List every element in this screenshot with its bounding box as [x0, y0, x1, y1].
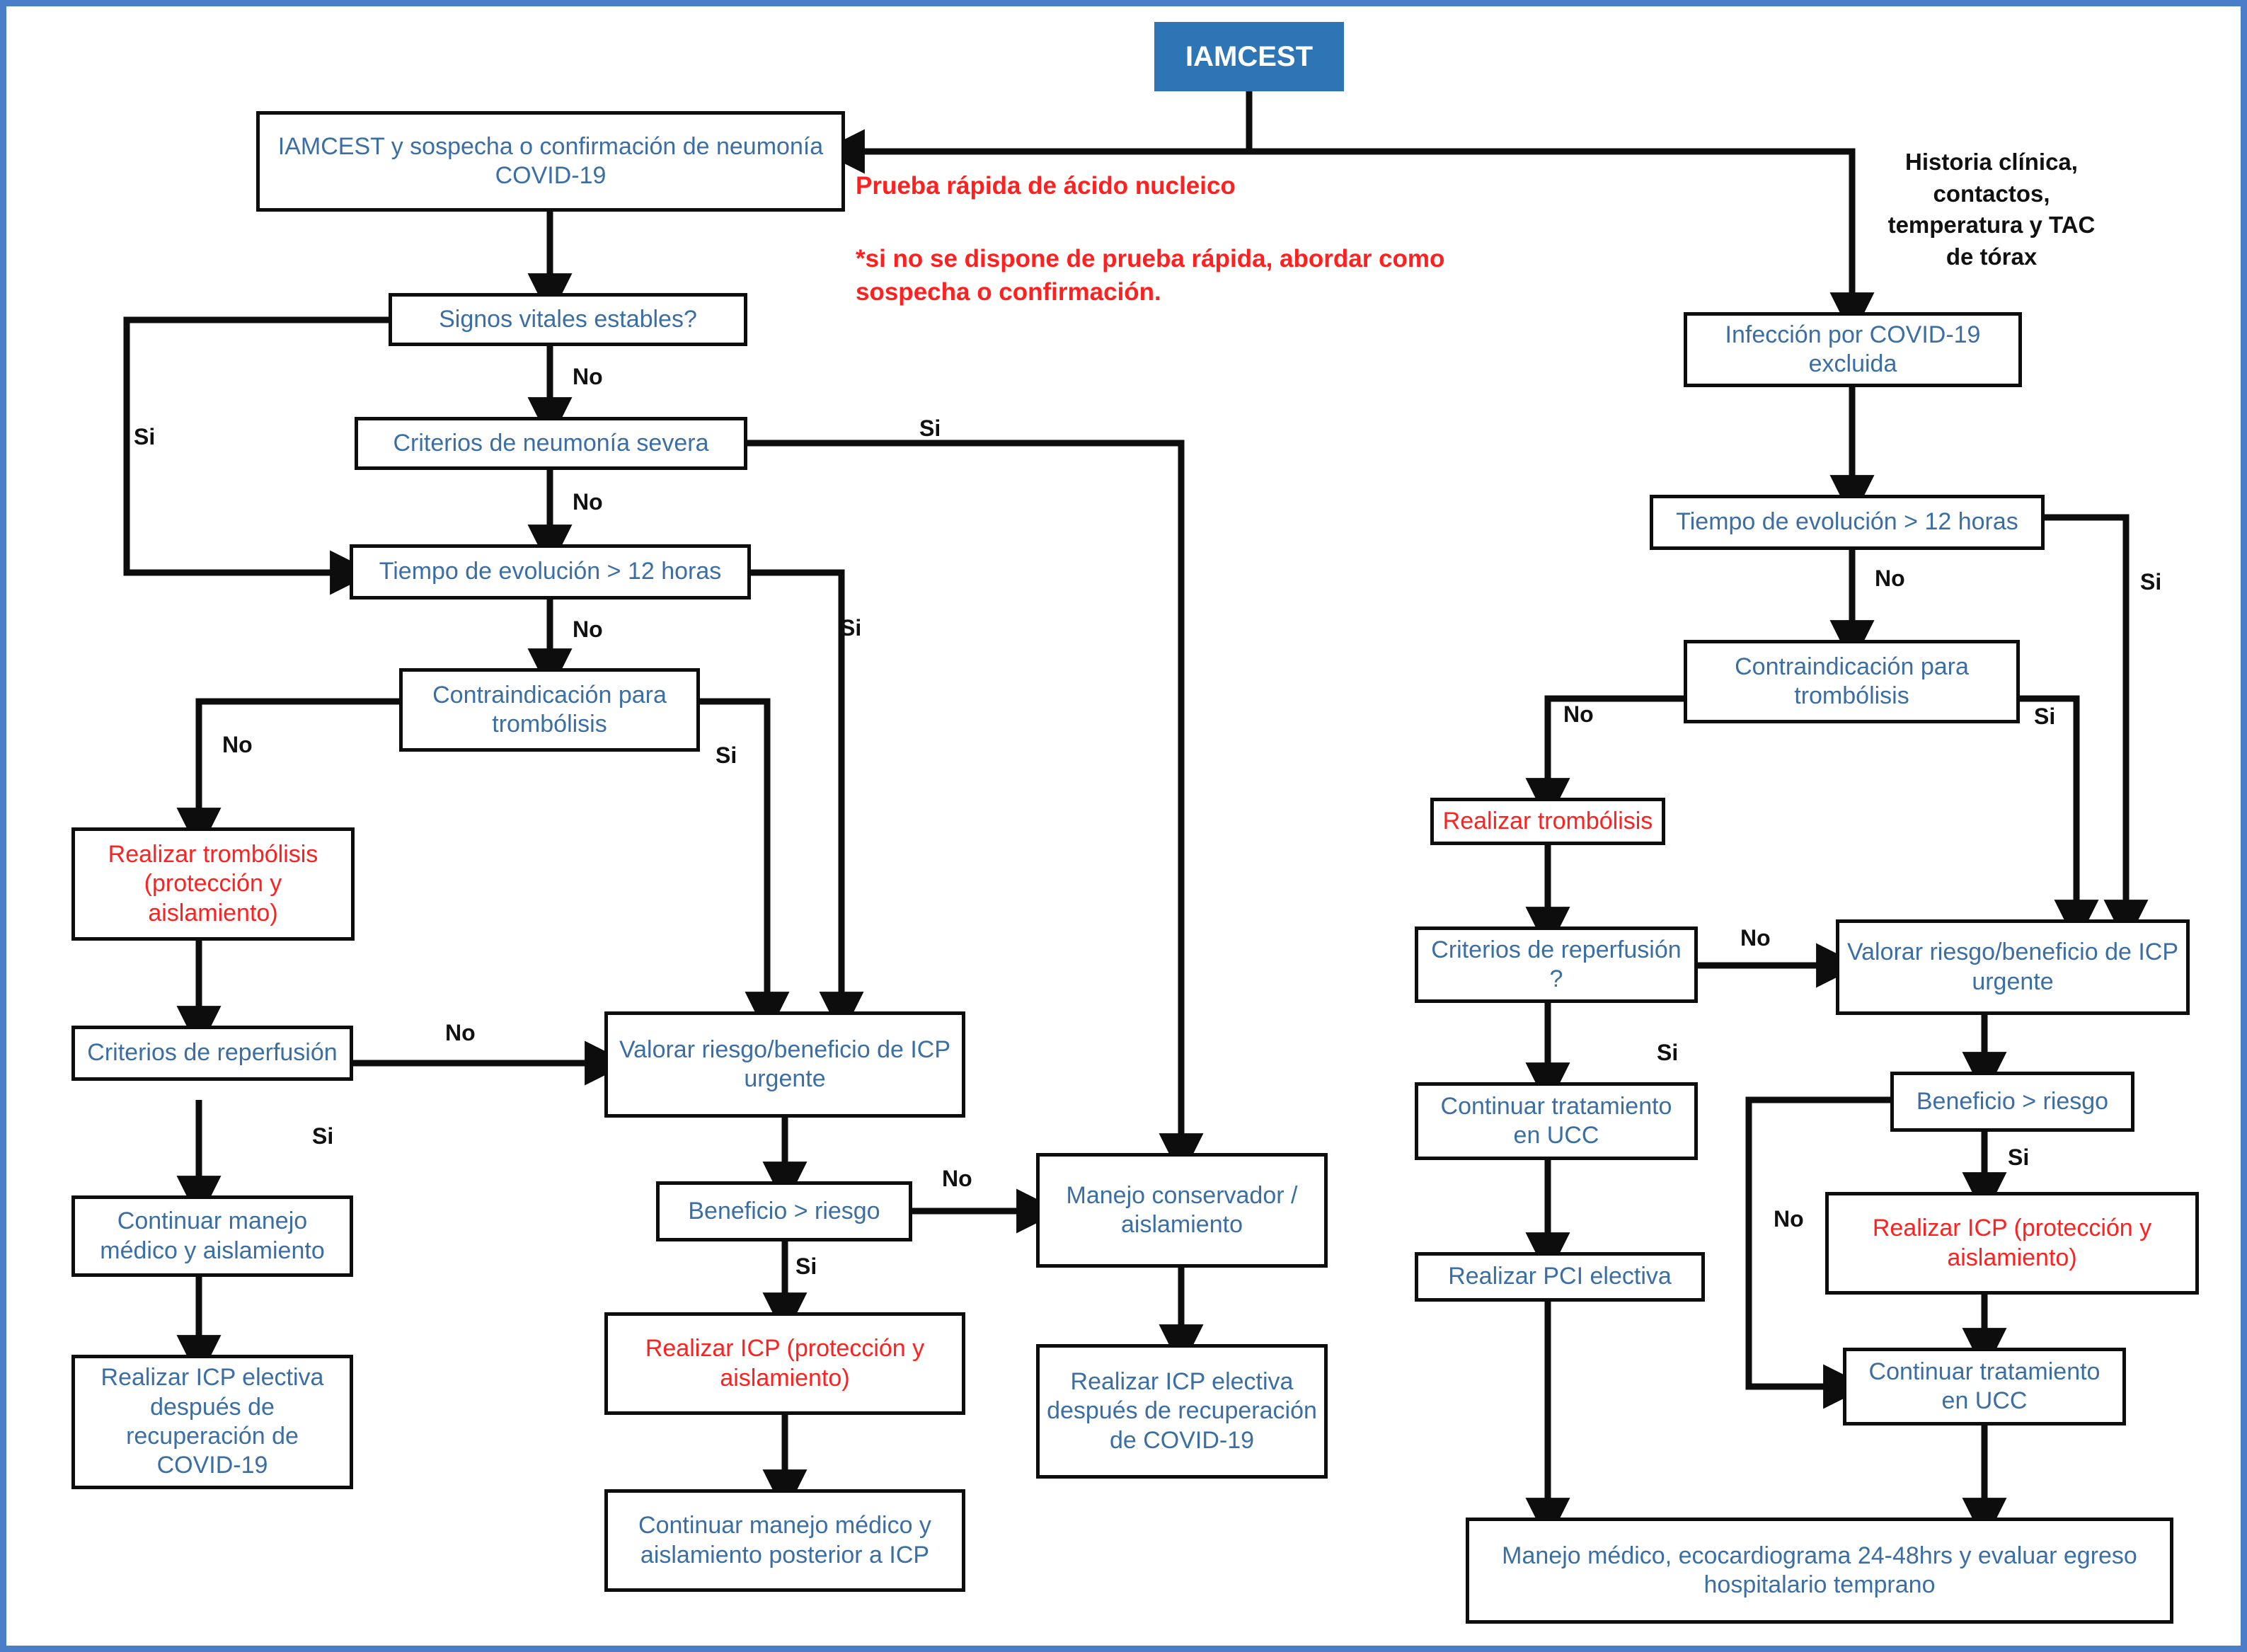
- node-criterios-neumonia-severa[interactable]: Criterios de neumonía severa: [355, 417, 747, 470]
- node-realizar-pci-electiva[interactable]: Realizar PCI electiva: [1415, 1252, 1705, 1302]
- node-realizar-icp-electiva-left[interactable]: Realizar ICP electiva después de recuper…: [71, 1355, 353, 1489]
- annotation-prueba-rapida: Prueba rápida de ácido nucleico: [856, 172, 1236, 200]
- node-criterios-reperfusion-left[interactable]: Criterios de reperfusión: [71, 1026, 353, 1081]
- node-continuar-tratamiento-ucc-2[interactable]: Continuar tratamiento en UCC: [1843, 1348, 2126, 1426]
- node-continuar-tratamiento-ucc-1[interactable]: Continuar tratamiento en UCC: [1415, 1082, 1698, 1160]
- edge-label-severa-no: No: [573, 489, 603, 515]
- edge-label-contraind-si-left: Si: [716, 742, 737, 768]
- edge-label-contraind-no-left: No: [222, 732, 253, 757]
- edge-label-contraind-si-right: Si: [2034, 704, 2056, 729]
- node-realizar-trombolisis-right[interactable]: Realizar trombólisis: [1430, 798, 1665, 845]
- node-iamcest-covid-suspected[interactable]: IAMCEST y sospecha o confirmación de neu…: [256, 111, 845, 212]
- edge-label-beneficio-no-right: No: [1774, 1206, 1804, 1232]
- edge-label-reperf-no-left: No: [445, 1020, 476, 1045]
- edge-label-vitales-si: Si: [134, 424, 156, 449]
- node-beneficio-mayor-riesgo-right[interactable]: Beneficio > riesgo: [1890, 1072, 2134, 1132]
- edge-label-beneficio-no-center: No: [942, 1166, 972, 1191]
- edge-label-vitales-no: No: [573, 364, 603, 389]
- node-contraindicacion-trombolisis-left[interactable]: Contraindicación para trombólisis: [399, 668, 700, 752]
- node-contraindicacion-trombolisis-right[interactable]: Contraindicación para trombólisis: [1684, 640, 2020, 723]
- edge-label-reperf-si-left: Si: [312, 1123, 334, 1149]
- node-continuar-manejo-medico-left[interactable]: Continuar manejo médico y aislamiento: [71, 1195, 353, 1277]
- edge-label-contraind-no-right: No: [1563, 701, 1594, 727]
- node-valorar-riesgo-beneficio-right[interactable]: Valorar riesgo/beneficio de ICP urgente: [1836, 919, 2190, 1015]
- edge-label-reperf-no-right: No: [1740, 925, 1771, 951]
- node-valorar-riesgo-beneficio-center[interactable]: Valorar riesgo/beneficio de ICP urgente: [604, 1011, 965, 1118]
- edge-label-time12-no-right: No: [1875, 566, 1905, 591]
- node-tiempo-evolucion-12h-right[interactable]: Tiempo de evolución > 12 horas: [1650, 495, 2045, 550]
- node-tiempo-evolucion-12h-left[interactable]: Tiempo de evolución > 12 horas: [350, 544, 751, 600]
- edge-label-severa-si: Si: [919, 415, 941, 441]
- edge-label-beneficio-si-center: Si: [795, 1254, 817, 1279]
- annotation-historia-clinica: Historia clínica, contactos, temperatura…: [1887, 149, 2096, 270]
- node-continuar-manejo-posterior-icp[interactable]: Continuar manejo médico y aislamiento po…: [604, 1489, 965, 1592]
- edge-label-reperf-si-right: Si: [1657, 1040, 1679, 1065]
- node-realizar-icp-electiva-center[interactable]: Realizar ICP electiva después de recuper…: [1036, 1344, 1328, 1479]
- node-manejo-medico-final[interactable]: Manejo médico, ecocardiograma 24-48hrs y…: [1466, 1518, 2173, 1624]
- edge-label-time12-no-left: No: [573, 616, 603, 642]
- node-infeccion-covid-excluida[interactable]: Infección por COVID-19 excluida: [1684, 312, 2022, 387]
- node-criterios-reperfusion-right[interactable]: Criterios de reperfusión ?: [1415, 927, 1698, 1003]
- edge-label-time12-si-left: Si: [840, 615, 862, 641]
- edge-label-time12-si-right: Si: [2140, 569, 2162, 595]
- node-signos-vitales-estables[interactable]: Signos vitales estables?: [389, 293, 747, 346]
- node-beneficio-mayor-riesgo-center[interactable]: Beneficio > riesgo: [656, 1181, 912, 1241]
- node-realizar-icp-right[interactable]: Realizar ICP (protección y aislamiento): [1825, 1192, 2199, 1295]
- node-manejo-conservador-aislamiento[interactable]: Manejo conservador / aislamiento: [1036, 1153, 1328, 1268]
- node-root-iamcest[interactable]: IAMCEST: [1154, 22, 1344, 91]
- annotation-prueba-rapida-nota: *si no se dispone de prueba rápida, abor…: [856, 245, 1445, 306]
- node-realizar-trombolisis-left[interactable]: Realizar trombólisis (protección y aisla…: [71, 827, 355, 941]
- node-realizar-icp-center[interactable]: Realizar ICP (protección y aislamiento): [604, 1312, 965, 1415]
- edge-label-beneficio-si-right: Si: [2008, 1145, 2030, 1170]
